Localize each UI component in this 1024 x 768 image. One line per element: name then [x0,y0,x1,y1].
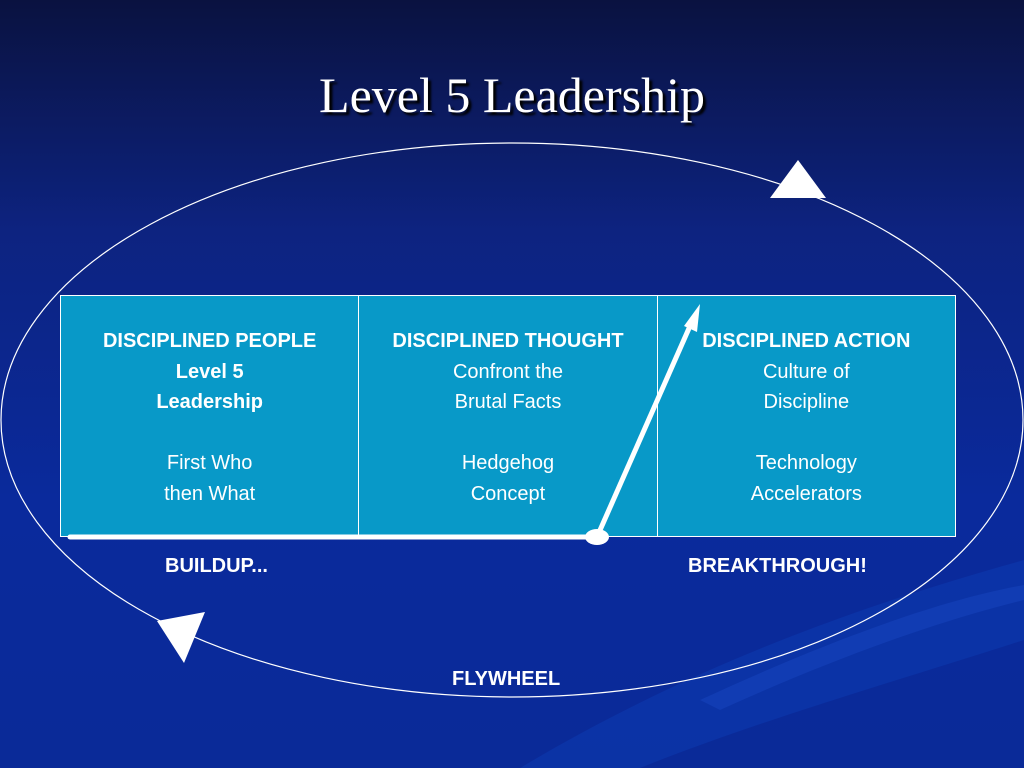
column-heading: DISCIPLINED PEOPLE [102,330,317,352]
column-disciplined-action: DISCIPLINED ACTION Culture of Discipline… [657,295,956,537]
column-line: Confront the [452,360,564,383]
flywheel-ellipse [0,142,1024,698]
column-heading: DISCIPLINED ACTION [702,330,911,352]
column-line: then What [164,482,256,505]
column-line: Hedgehog [461,452,555,474]
breakthrough-arrowhead [684,304,700,332]
column-line: Accelerators [750,482,862,505]
column-line: Level 5 [175,360,244,383]
column-line: Brutal Facts [454,391,562,413]
slide-title: Level 5 Leadership [319,67,705,123]
column-line: Leadership [156,391,264,413]
pivot-point [585,529,609,545]
buildup-label: BUILDUP... [165,555,268,577]
column-line: Technology [755,452,857,474]
flywheel-arrow-top-right [770,160,826,198]
column-disciplined-thought: DISCIPLINED THOUGHT Confront the Brutal … [359,295,658,537]
column-heading: DISCIPLINED THOUGHT [392,330,624,352]
column-line: Culture of [762,360,850,383]
column-disciplined-people: DISCIPLINED PEOPLE Level 5 Leadership Fi… [60,295,360,537]
breakthrough-label: BREAKTHROUGH! [688,555,867,577]
column-line: Discipline [763,391,850,413]
flywheel-arrow-bottom-left [157,612,205,663]
breakthrough-line [594,324,693,539]
column-line: First Who [166,452,253,474]
flywheel-label: FLYWHEEL [452,668,561,690]
discipline-table: DISCIPLINED PEOPLE Level 5 Leadership Fi… [60,295,956,537]
column-line: Concept [470,482,546,505]
